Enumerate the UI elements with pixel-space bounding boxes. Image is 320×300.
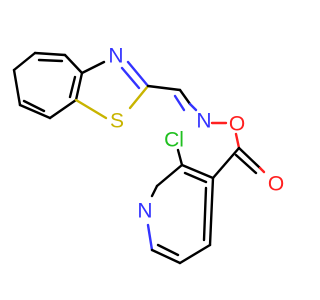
n-pyridine-label: N — [137, 200, 152, 223]
imine-linker — [146, 84, 198, 112]
chloro-substituent — [176, 148, 184, 167]
atom-labels: N S N O O Cl N — [108, 45, 284, 223]
structure-diagram: N S N O O Cl N — [12, 45, 284, 265]
o-oxime-label: O — [229, 113, 245, 136]
pyridine-ring — [146, 163, 215, 265]
s-thiazole-label: S — [110, 110, 124, 133]
thiazole-ring — [74, 60, 150, 120]
molecule-drawing: N S N O O Cl N — [12, 45, 284, 265]
cl-label: Cl — [164, 129, 184, 152]
benzene-ring — [12, 51, 84, 120]
n-thiazole-label: N — [108, 45, 123, 68]
n-oxime-label: N — [196, 110, 211, 133]
o-carbonyl-label: O — [268, 173, 284, 196]
oxime-ester — [210, 121, 266, 180]
